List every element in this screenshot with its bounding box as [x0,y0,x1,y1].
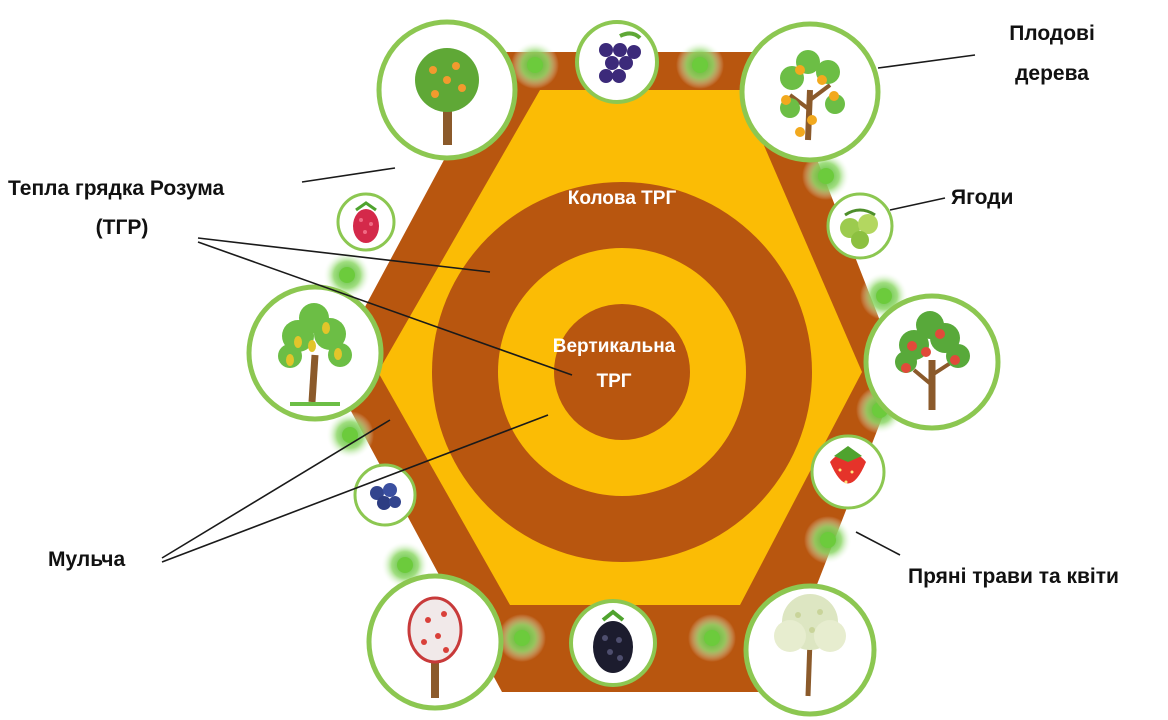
fruit-tree-icon [739,21,881,163]
tree-icon [376,19,518,161]
leader-lines [161,54,976,563]
herb-icon [804,516,852,564]
herb-icon [326,411,374,459]
kolova-label: Колова ТРГ [568,188,677,209]
grape-icon [575,20,659,104]
blackberry-icon [569,599,657,687]
tepla-label-line2: (ТГР) [96,216,149,239]
blooming-tree-icon [366,573,504,711]
plodovi-label-line1: Плодові [1009,22,1095,45]
apple-tree-icon [863,293,1001,431]
herb-icon [688,614,736,662]
herb-icon [511,41,559,89]
vertykalna-label-line2: ТРГ [596,371,631,392]
vertical-bed-center [554,304,690,440]
blossom-tree-icon [743,583,877,717]
tepla-label-line1: Тепла грядка Розума [8,177,225,200]
plodovi-label-line2: дерева [1015,62,1089,85]
strawberry-icon [810,434,886,510]
herb-icon [676,41,724,89]
mulcha-label: Мульча [48,548,125,571]
herb-icon [498,614,546,662]
pear-tree-icon [246,284,384,422]
herb-icon [323,251,371,299]
herb-icon [802,152,850,200]
raspberry-icon [336,192,396,252]
yagody-label: Ягоди [951,186,1013,209]
pryani-label: Пряні трави та квіти [908,565,1119,588]
blueberry-icon [353,463,417,527]
vertykalna-label-line1: Вертикальна [553,336,676,357]
gooseberry-icon [826,192,894,260]
